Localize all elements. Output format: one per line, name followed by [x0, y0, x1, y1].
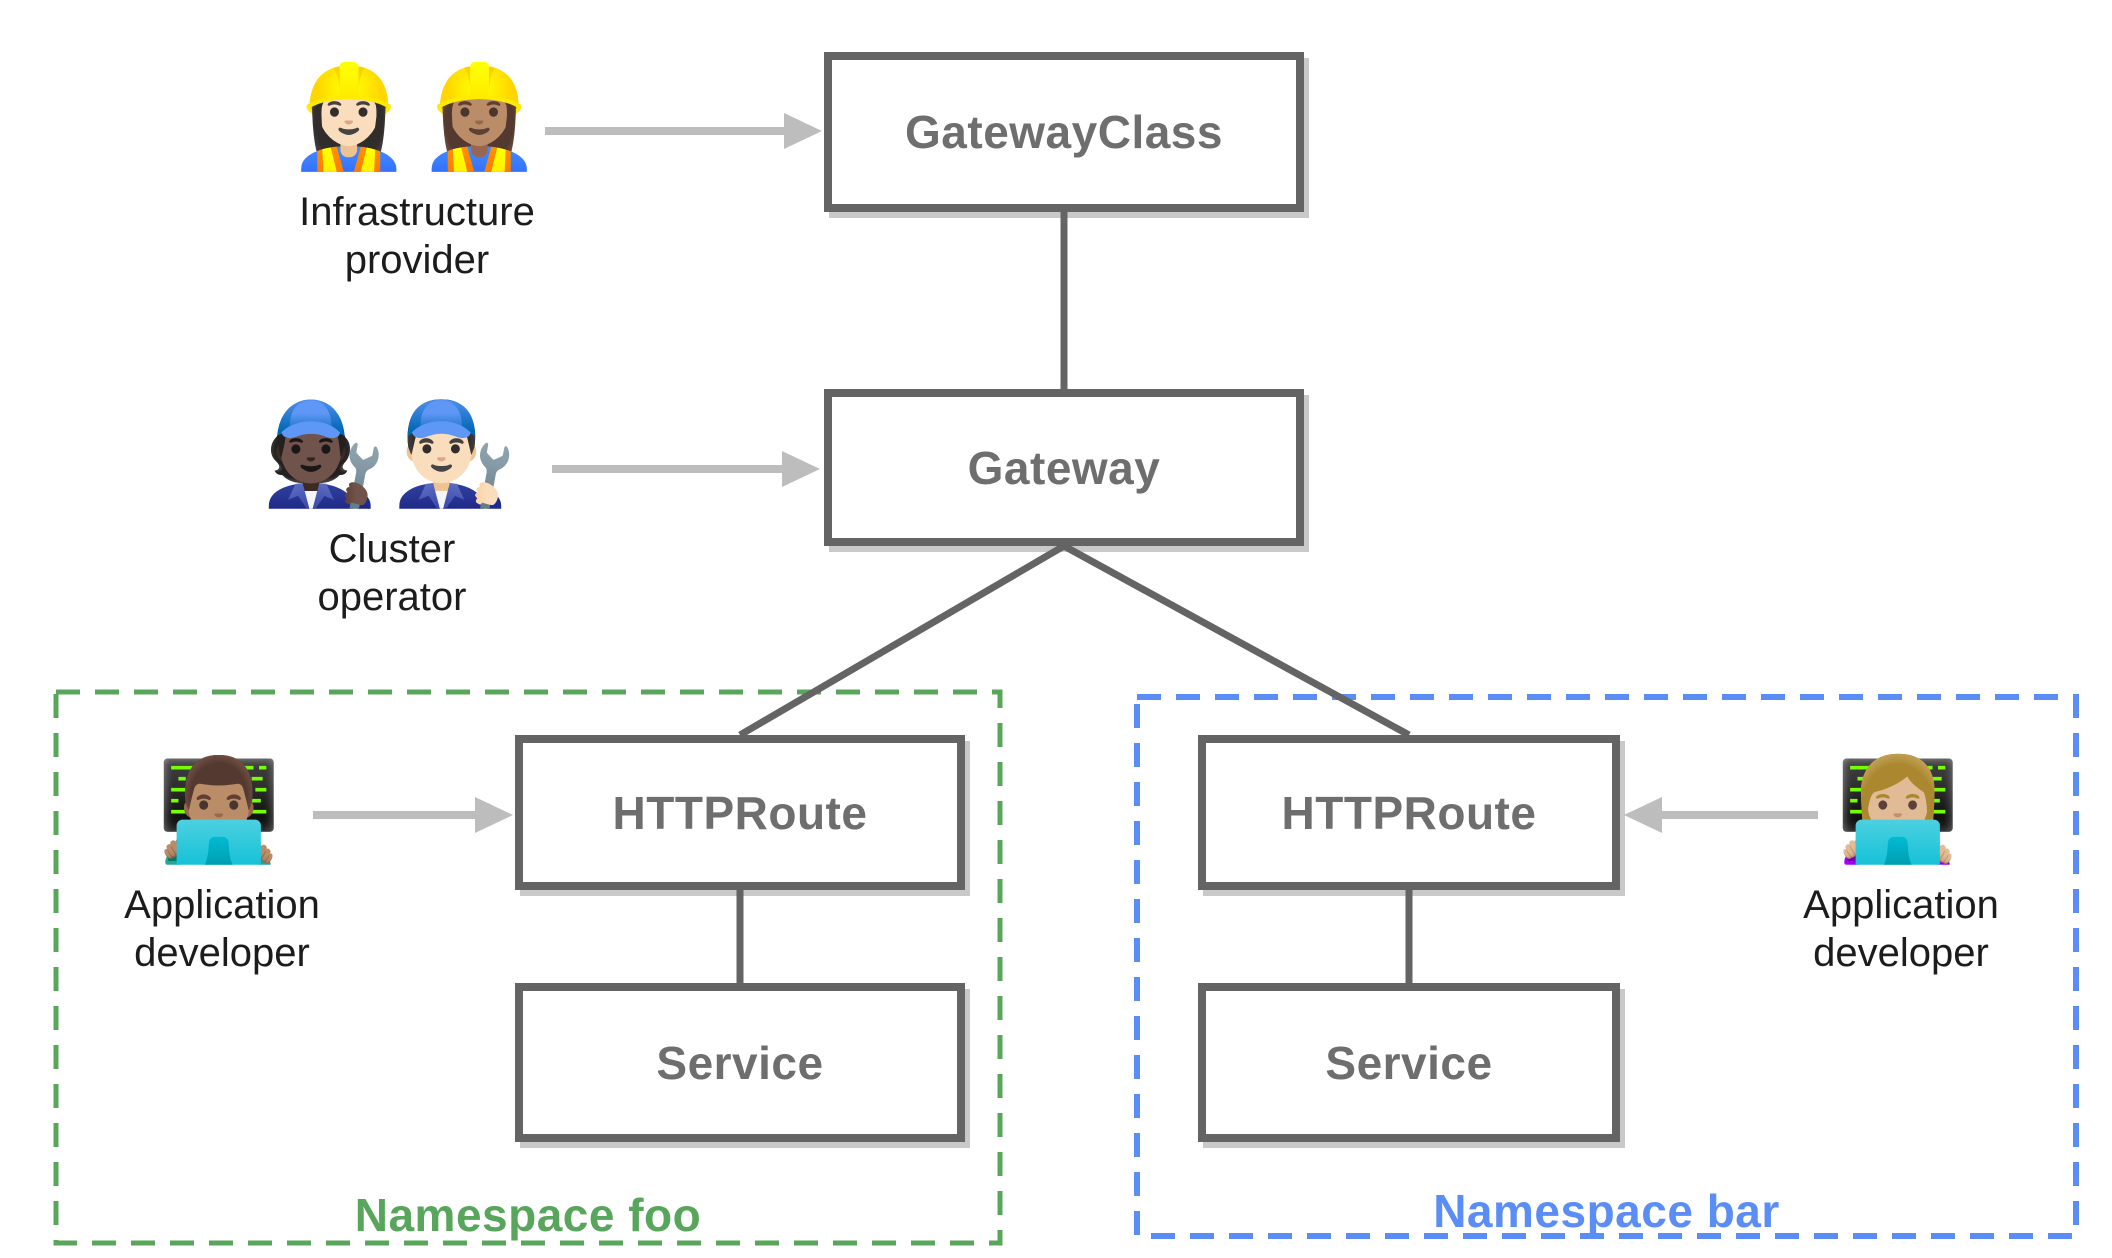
infrastructure-provider-actor: 👷🏻‍♀️👷🏽‍♀️ Infrastructure provider: [212, 55, 622, 284]
application-developer-foo-actor: 👨🏽‍💻 Application developer: [72, 748, 372, 977]
namespace-foo-label: Namespace foo: [354, 1189, 702, 1241]
connector-gateway-httproute-foo: [738, 542, 1066, 739]
gateway-label: Gateway: [967, 441, 1161, 494]
namespace-bar-boundary: [1134, 694, 2079, 1239]
cluster-operator-caption: Cluster operator: [318, 525, 467, 621]
arrow-cluster-operator-to-gateway: [552, 451, 820, 487]
cluster-operator-actor: 🧑🏿‍🔧👨🏻‍🔧 Cluster operator: [192, 392, 592, 621]
infrastructure-provider-caption-line1: Infrastructure: [299, 190, 535, 234]
application-developer-foo-caption-line1: Application: [124, 883, 320, 927]
httproute-bar-node: HTTPRoute: [1198, 735, 1620, 890]
service-foo-label: Service: [656, 1036, 824, 1089]
application-developer-foo-caption-line2: developer: [134, 931, 310, 975]
application-developer-bar-caption-line1: Application: [1803, 883, 1999, 927]
mechanic-people-icon: 🧑🏿‍🔧👨🏻‍🔧: [261, 398, 523, 510]
application-developer-bar-caption-line2: developer: [1813, 931, 1989, 975]
httproute-foo-label: HTTPRoute: [612, 786, 868, 839]
infrastructure-provider-caption-line2: provider: [344, 238, 490, 282]
arrow-developer-to-httproute-foo: [313, 797, 513, 833]
woman-technologist-icon: 👩🏼‍💻: [1835, 754, 1967, 866]
application-developer-bar-actor: 👩🏼‍💻 Application developer: [1751, 748, 2051, 977]
construction-worker-women-icon: 👷🏻‍♀️👷🏽‍♀️: [286, 61, 548, 173]
arrow-developer-to-httproute-bar: [1624, 797, 1818, 833]
application-developer-foo-caption: Application developer: [124, 881, 320, 977]
service-bar-node: Service: [1198, 983, 1620, 1142]
infrastructure-provider-caption: Infrastructure provider: [299, 188, 535, 284]
gatewayclass-node: GatewayClass: [824, 52, 1304, 212]
man-technologist-icon: 👨🏽‍💻: [156, 754, 288, 866]
gatewayclass-label: GatewayClass: [905, 106, 1223, 158]
namespace-foo-boundary: [53, 689, 1003, 1246]
service-foo-node: Service: [515, 983, 965, 1142]
cluster-operator-caption-line1: Cluster: [328, 527, 456, 571]
arrow-infrastructure-provider-to-gatewayclass: [545, 113, 822, 149]
cluster-operator-caption-line2: operator: [317, 575, 467, 619]
gateway-node: Gateway: [824, 389, 1304, 546]
connector-gateway-httproute-bar: [1062, 542, 1411, 739]
service-bar-label: Service: [1325, 1036, 1493, 1089]
application-developer-bar-caption: Application developer: [1803, 881, 1999, 977]
httproute-bar-label: HTTPRoute: [1281, 786, 1537, 839]
httproute-foo-node: HTTPRoute: [515, 735, 965, 890]
namespace-bar-label: Namespace bar: [1433, 1185, 1780, 1237]
